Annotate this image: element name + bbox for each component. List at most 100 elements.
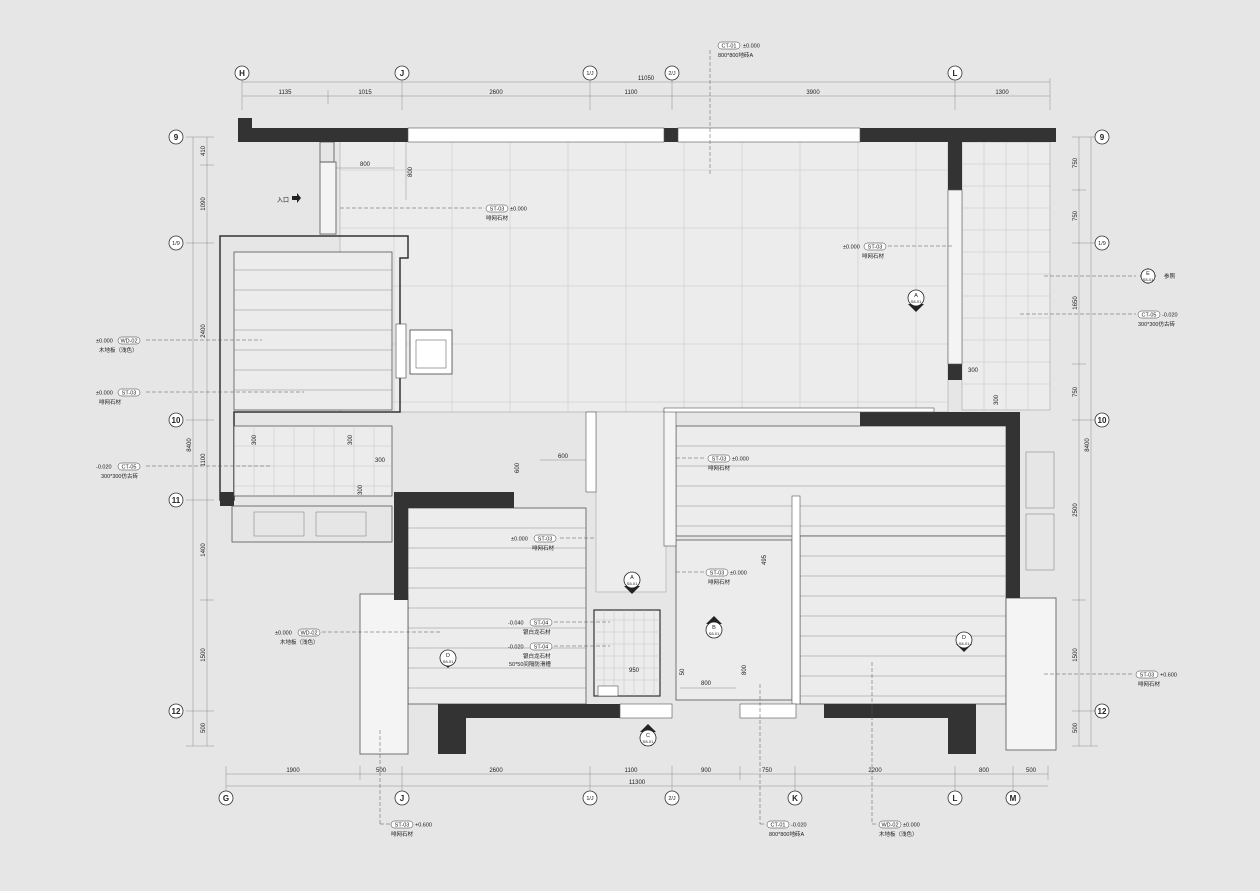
grid-19-right: 1/9 — [1098, 241, 1106, 247]
tag-code: WD-02 — [881, 823, 898, 829]
tag-desc: 800*800地砖A — [769, 830, 804, 838]
dim-bottom-5: 900 — [701, 768, 712, 774]
tag-code: WD-02 — [120, 339, 137, 345]
tag-elev: ±0.000 — [510, 207, 527, 213]
tag-code: ST-04 — [534, 645, 549, 651]
tag-elev: ±0.000 — [275, 631, 292, 637]
tag-desc: 啡网石材 — [862, 252, 885, 260]
dim-top-2: 1015 — [358, 90, 372, 96]
tag-code: CT-05 — [122, 465, 137, 471]
tag-ct01-top: CT-01 ±0.000 800*800地砖A — [709, 41, 760, 176]
section-letter: A — [630, 575, 634, 581]
tag-desc: 300*300仿古砖 — [1138, 320, 1175, 328]
tag-desc2: 50*50间隔防滑槽 — [509, 660, 551, 668]
tag-elev: -0.020 — [96, 465, 112, 471]
tag-st03-mid3: ST-03 ±0.000 啡网石材 — [676, 568, 747, 586]
tag-desc: 800*800地砖A — [718, 51, 753, 59]
tag-wd02-mid: ±0.000 WD-02 木地板（浅色） — [275, 628, 440, 646]
dim-int-11: 495 — [762, 554, 768, 565]
tag-code: ST-03 — [538, 537, 553, 543]
dim-right-total: 8400 — [1085, 438, 1091, 452]
section-mark-c: C S8-01 — [639, 724, 657, 747]
grid-2j-bottom: 2/J — [668, 796, 676, 802]
grid-1j-top: 1/J — [586, 71, 594, 77]
section-marks: A S8-01 A S8-01 B S8-01 C S8-01 D S8-01 — [439, 268, 1176, 747]
dim-bottom-3: 2600 — [489, 768, 503, 774]
tag-code: ST-04 — [534, 621, 549, 627]
section-letter: D — [446, 653, 450, 659]
tag-desc: 啡网石材 — [532, 544, 555, 552]
dim-top-5: 3900 — [806, 90, 820, 96]
tag-st03-br: ST-03 +0.600 啡网石材 — [1044, 670, 1177, 688]
tag-code: ST-03 — [490, 207, 505, 213]
section-mark-d-right: D S8-01 — [955, 631, 973, 652]
tag-elev: ±0.000 — [903, 823, 920, 829]
tag-elev: -0.040 — [508, 621, 524, 627]
section-ref: S8-01 — [643, 739, 654, 744]
section-ref: S8-01 — [709, 631, 720, 636]
tag-code: ST-03 — [122, 391, 137, 397]
dim-right-1: 750 — [1073, 157, 1079, 168]
tag-elev: -0.020 — [508, 645, 524, 651]
section-letter: C — [646, 733, 650, 739]
section-ref: S8-01 — [1143, 277, 1154, 282]
dim-int-10: 600 — [515, 462, 521, 473]
grid-19-left: 1/9 — [172, 241, 180, 247]
section-mark-b: B S8-01 — [705, 616, 723, 639]
dim-int-14: 800 — [701, 681, 712, 687]
dim-right-7: 500 — [1073, 722, 1079, 733]
section-mark-d-left: D S8-01 — [439, 649, 457, 668]
dim-bottom-8: 800 — [979, 768, 990, 774]
dim-int-5: 300 — [375, 458, 386, 464]
tag-code: ST-03 — [395, 823, 410, 829]
section-ref: S8-01 — [443, 659, 454, 664]
tag-st03-entry: ST-03 ±0.000 啡网石材 — [340, 204, 527, 222]
dim-left-4: 1100 — [201, 453, 207, 467]
dim-int-9: 600 — [558, 454, 569, 460]
dim-right-6: 1500 — [1073, 648, 1079, 662]
tag-st03-right: ±0.000 ST-03 啡网石材 — [843, 242, 952, 260]
grid-10-right: 10 — [1098, 416, 1107, 425]
dim-top-3: 2600 — [489, 90, 503, 96]
tag-wd02-left: ±0.000 WD-02 木地板（浅色） — [96, 336, 262, 354]
dim-right-3: 1650 — [1073, 296, 1079, 310]
tag-st03-left: ±0.000 ST-03 啡网石材 — [96, 388, 304, 406]
tag-desc: 啡网石材 — [391, 830, 414, 838]
left-grid-bubbles: 9 1/9 10 11 12 — [168, 129, 184, 719]
tag-st03-mid1: ST-03 ±0.000 啡网石材 — [676, 454, 749, 472]
grid-l-bottom: L — [953, 794, 958, 803]
entrance-marker: 入口 — [277, 193, 301, 204]
dim-int-3: 300 — [252, 434, 258, 445]
tag-desc: 啡网石材 — [99, 398, 122, 406]
interior-dims: 800 800 300 300 300 300 300 300 600 600 … — [252, 142, 1000, 689]
tag-code: ST-03 — [710, 571, 725, 577]
tag-elev: ±0.000 — [730, 571, 747, 577]
dim-int-6: 300 — [358, 484, 364, 495]
tag-elev: +0.600 — [1160, 673, 1177, 679]
grid-j-top: J — [400, 69, 404, 78]
tag-elev: ±0.000 — [743, 44, 760, 50]
tag-ct05-right: CT-05 -0.020 300*300仿古砖 — [1020, 310, 1178, 328]
grid-1j-bottom: 1/J — [586, 796, 594, 802]
dim-left-3: 2400 — [201, 324, 207, 338]
dim-bottom-1: 1900 — [286, 768, 300, 774]
section-mark-a-upper: A S8-01 — [907, 289, 925, 312]
tag-code: CT-01 — [722, 44, 737, 50]
dim-int-12: 800 — [742, 664, 748, 675]
tag-desc: 木地板（浅色） — [879, 830, 918, 838]
tag-code: ST-03 — [868, 245, 883, 251]
dim-left-7: 500 — [201, 722, 207, 733]
dim-int-2: 800 — [408, 166, 414, 177]
tag-st04-b: -0.020 ST-04 银白龙石材 50*50间隔防滑槽 — [508, 642, 610, 668]
tag-wd02-bottom: WD-02 ±0.000 木地板（浅色） — [871, 662, 920, 838]
material-tags: CT-01 ±0.000 800*800地砖A ST-03 ±0.000 啡网石… — [96, 41, 1178, 838]
grid-12-right: 12 — [1098, 707, 1107, 716]
tag-desc: 啡网石材 — [486, 214, 509, 222]
top-grid-bubbles: H J 1/J 2/J L — [234, 65, 963, 81]
dim-left-5: 1400 — [201, 543, 207, 557]
dim-top-4: 1100 — [625, 90, 639, 96]
tag-code: ST-03 — [712, 457, 727, 463]
section-letter: E — [1146, 271, 1150, 277]
tag-ct05-left: -0.020 CT-05 300*300仿古砖 — [96, 462, 270, 480]
